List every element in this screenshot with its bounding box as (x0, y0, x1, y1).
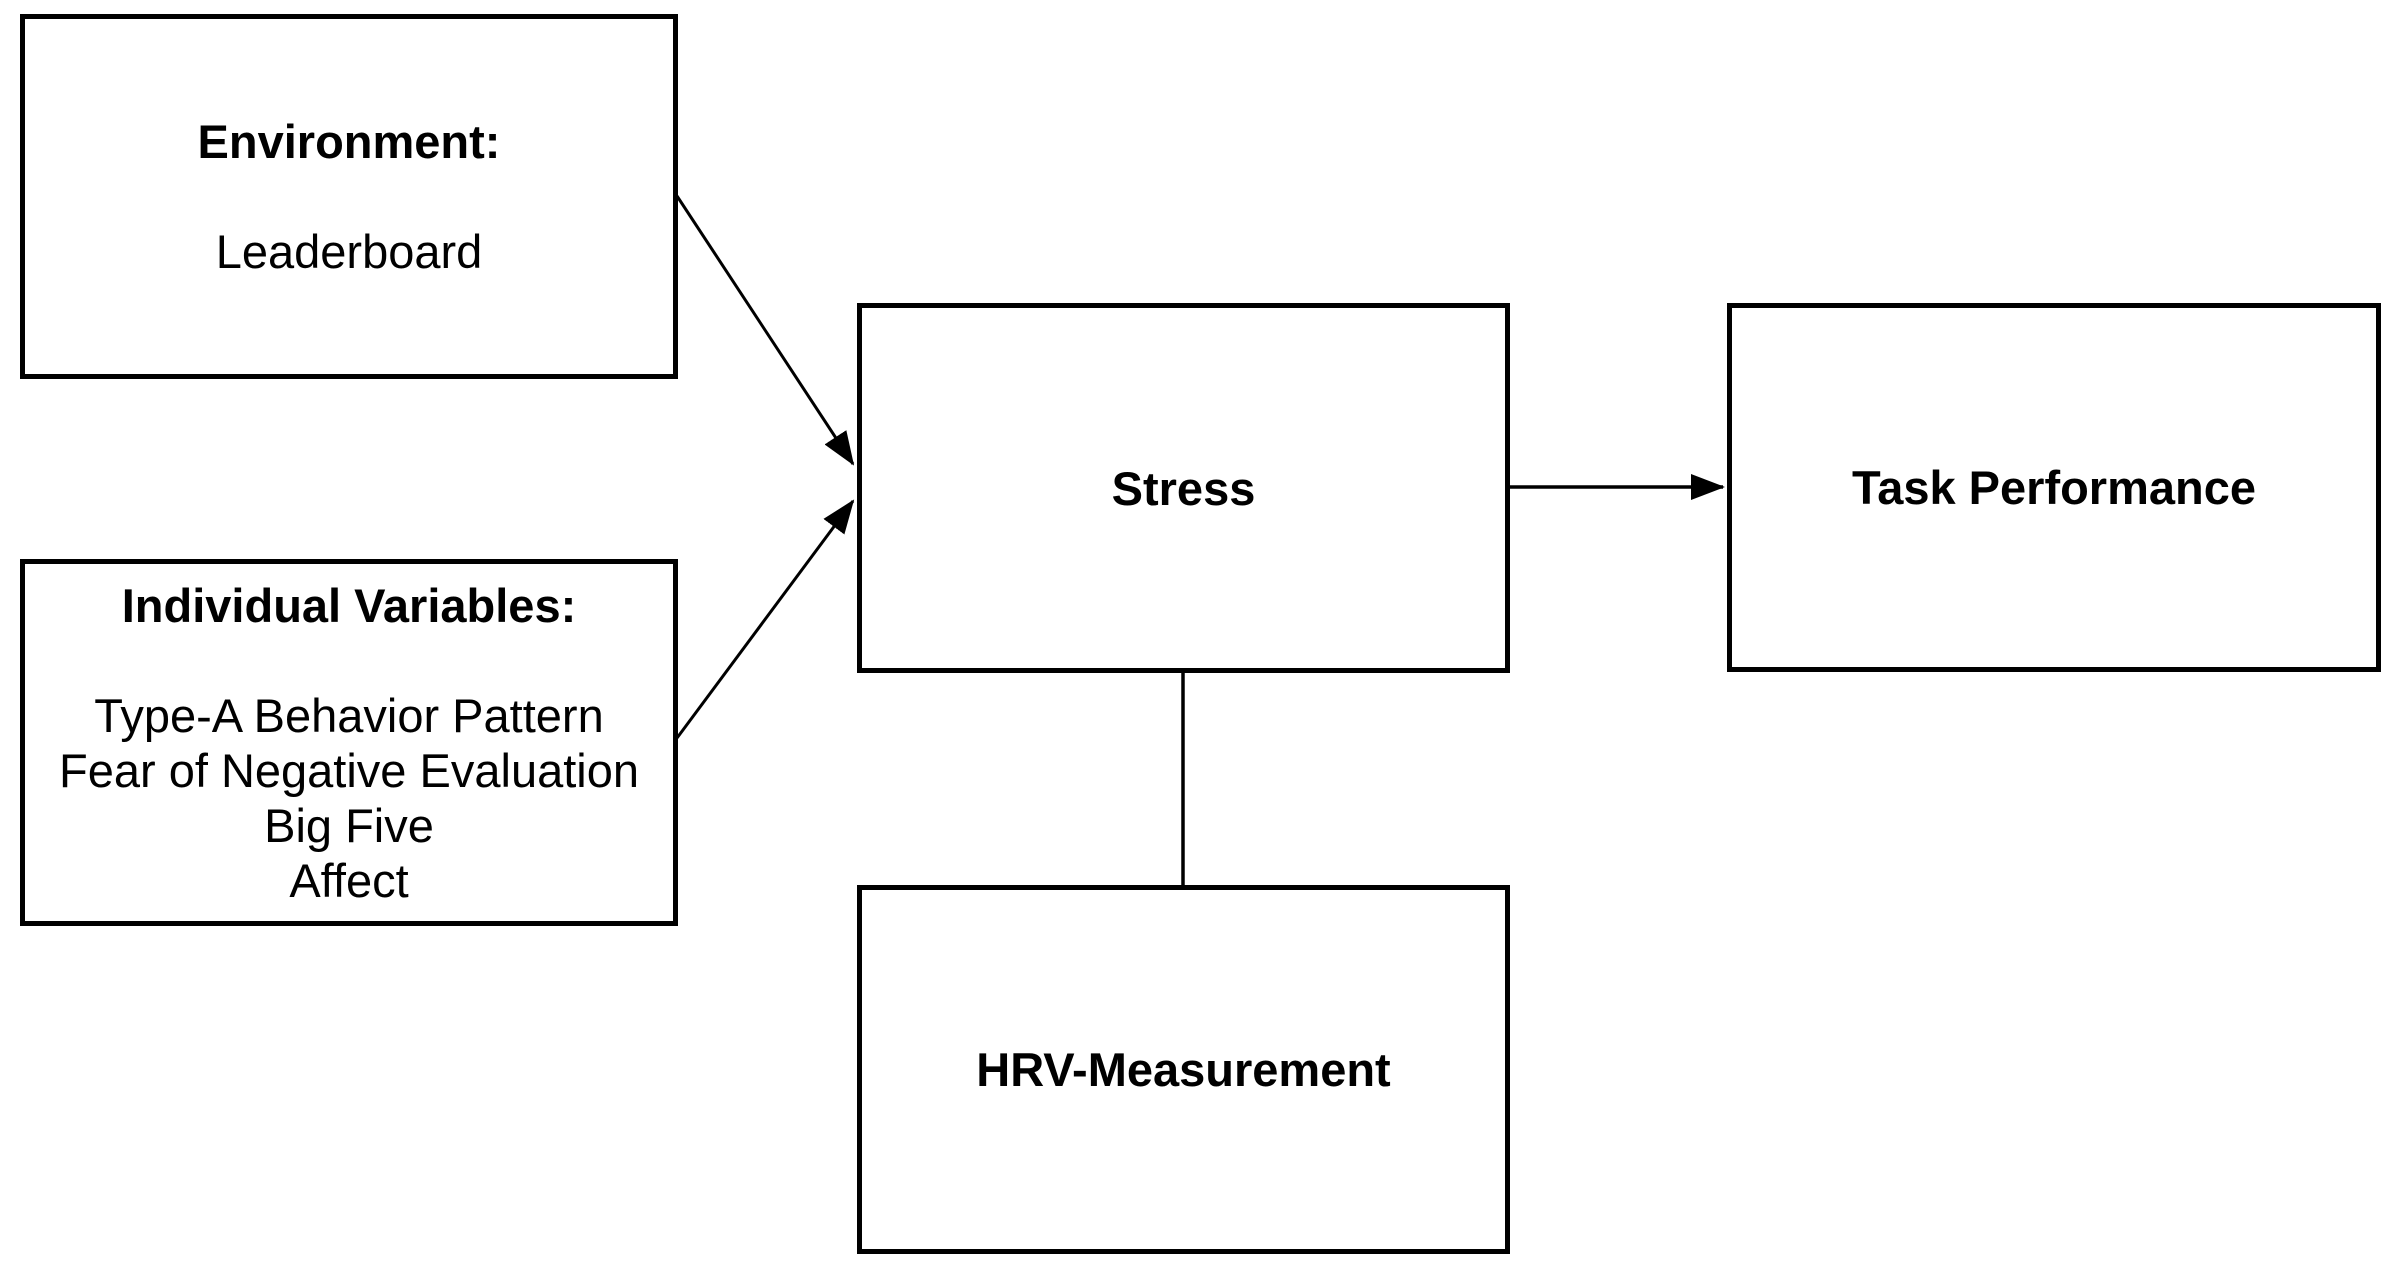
node-hrv-measurement-title: HRV-Measurement (976, 1043, 1391, 1096)
node-environment-title: Environment: (197, 115, 501, 168)
node-task-performance-title: Task Performance (1851, 461, 2257, 514)
node-stress-title: Stress (1111, 461, 1256, 515)
arrow-individual-to-stress (675, 499, 855, 739)
node-individual-variables-item: Type-A Behavior Pattern (94, 688, 604, 742)
node-environment: Environment: Leaderboard (20, 14, 678, 379)
node-hrv-measurement: HRV-Measurement (857, 885, 1510, 1254)
node-individual-variables: Individual Variables: Type-A Behavior Pa… (20, 559, 678, 926)
node-stress: Stress (857, 303, 1510, 673)
node-environment-item: Leaderboard (215, 225, 483, 278)
node-individual-variables-item: Fear of Negative Evaluation (59, 743, 639, 797)
node-individual-variables-item: Big Five (264, 798, 434, 852)
node-individual-variables-item: Affect (289, 853, 409, 907)
node-individual-variables-title: Individual Variables: (121, 578, 577, 632)
arrow-environment-to-stress (675, 195, 855, 466)
node-task-performance: Task Performance (1727, 303, 2381, 672)
